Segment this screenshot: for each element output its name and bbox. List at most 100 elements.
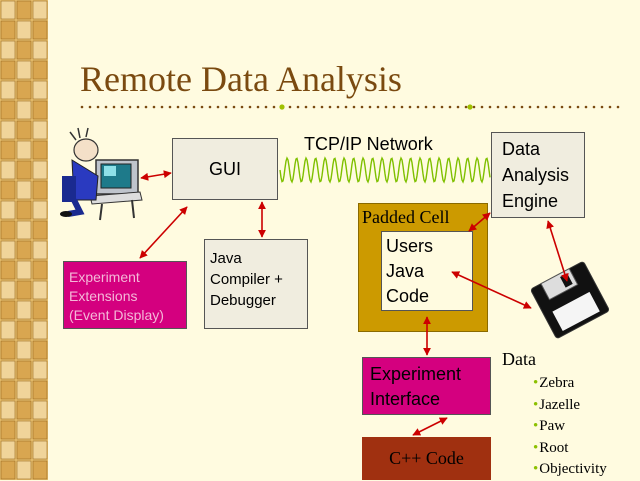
separator-dot bbox=[368, 105, 372, 109]
pattern-tile bbox=[0, 320, 16, 340]
data-item-jazelle: Jazelle bbox=[539, 396, 581, 413]
data-analysis-engine-box: Data Analysis Engine bbox=[491, 132, 585, 218]
list-item: Objectivity bbox=[533, 459, 607, 481]
pattern-tile bbox=[16, 160, 32, 180]
pattern-tile bbox=[16, 320, 32, 340]
separator-dot bbox=[328, 105, 332, 109]
separator-dot bbox=[312, 105, 316, 109]
pattern-tile bbox=[32, 320, 48, 340]
separator-dot bbox=[192, 105, 196, 109]
separator-dot bbox=[504, 105, 508, 109]
separator-dot bbox=[96, 105, 100, 109]
list-item: Zebra bbox=[533, 373, 607, 395]
separator-dot bbox=[608, 105, 612, 109]
pattern-tile bbox=[32, 140, 48, 160]
data-item-paw: Paw bbox=[539, 418, 566, 434]
separator-dot bbox=[344, 105, 348, 109]
separator-dot bbox=[432, 105, 436, 109]
experiment-extensions-box: Experiment Extensions (Event Display) bbox=[63, 261, 187, 329]
pattern-tile bbox=[0, 140, 16, 160]
separator-dot bbox=[176, 105, 180, 109]
separator-dot bbox=[280, 105, 284, 109]
separator-dot bbox=[264, 105, 268, 109]
pattern-tile bbox=[16, 0, 32, 20]
pattern-tile bbox=[32, 400, 48, 420]
users-code-line-2: Java bbox=[386, 261, 425, 281]
arrow-user-gui bbox=[140, 170, 172, 181]
java-compiler-line-1: Java bbox=[210, 250, 242, 267]
data-item-root: Root bbox=[539, 439, 569, 456]
pattern-tile bbox=[32, 0, 48, 20]
pattern-tile bbox=[32, 240, 48, 260]
engine-line-1: Data bbox=[502, 139, 541, 159]
separator-dot bbox=[208, 105, 212, 109]
pattern-tile bbox=[32, 440, 48, 460]
pattern-tile bbox=[0, 180, 16, 200]
pattern-tile bbox=[0, 0, 16, 20]
pattern-tile bbox=[32, 200, 48, 220]
separator-dot bbox=[128, 105, 132, 109]
separator-dot bbox=[568, 105, 572, 109]
pattern-tile bbox=[16, 400, 32, 420]
pattern-tile bbox=[32, 260, 48, 280]
users-code-line-3: Code bbox=[386, 286, 430, 306]
separator-dot bbox=[240, 105, 244, 109]
separator-dot bbox=[480, 105, 484, 109]
floppy-disk-icon bbox=[530, 261, 610, 339]
pattern-tile bbox=[32, 120, 48, 140]
pattern-tile bbox=[32, 100, 48, 120]
pattern-tile bbox=[16, 40, 32, 60]
separator-dot bbox=[440, 105, 444, 109]
pattern-tile bbox=[16, 380, 32, 400]
separator-dot bbox=[448, 105, 452, 109]
separator-dot bbox=[536, 105, 540, 109]
separator-dot bbox=[136, 105, 140, 109]
separator-dot bbox=[456, 105, 460, 109]
pattern-tile bbox=[32, 160, 48, 180]
separator-dot bbox=[424, 105, 428, 109]
pattern-tile bbox=[16, 340, 32, 360]
gui-label: GUI bbox=[208, 158, 241, 179]
pattern-tile bbox=[16, 80, 32, 100]
users-code-line-1: Users bbox=[386, 236, 434, 256]
users-java-code-box: Users Java Code bbox=[381, 231, 473, 311]
pattern-tile bbox=[32, 80, 48, 100]
pattern-tile bbox=[16, 120, 32, 140]
separator-dot bbox=[472, 105, 476, 109]
separator-dot bbox=[544, 105, 548, 109]
pattern-tile bbox=[16, 420, 32, 440]
data-item-objectivity: Objectivity bbox=[539, 461, 607, 477]
pattern-tile bbox=[32, 280, 48, 300]
extensions-line-2: Extensions bbox=[69, 288, 138, 304]
pattern-tile bbox=[16, 460, 32, 480]
pattern-svg bbox=[0, 0, 48, 480]
pattern-tile bbox=[0, 60, 16, 80]
pattern-tile bbox=[0, 260, 16, 280]
extensions-line-1: Experiment bbox=[69, 269, 140, 285]
pattern-tile bbox=[0, 240, 16, 260]
separator-dot bbox=[272, 105, 276, 109]
separator-dot bbox=[592, 105, 596, 109]
separator-dot bbox=[400, 105, 404, 109]
separator-dot bbox=[360, 105, 364, 109]
separator-dot bbox=[352, 105, 356, 109]
separator-dot bbox=[488, 105, 492, 109]
separator-dot bbox=[216, 105, 220, 109]
pattern-tile bbox=[32, 360, 48, 380]
java-compiler-line-3: Debugger bbox=[210, 292, 276, 309]
separator-dot bbox=[168, 105, 172, 109]
separator-dot bbox=[288, 105, 292, 109]
separator-dot bbox=[576, 105, 580, 109]
separator-dot bbox=[112, 105, 116, 109]
gui-box: GUI bbox=[172, 138, 278, 200]
separator-dot bbox=[512, 105, 516, 109]
pattern-tile bbox=[32, 380, 48, 400]
pattern-tile bbox=[32, 420, 48, 440]
pattern-tile bbox=[16, 260, 32, 280]
java-compiler-line-2: Compiler + bbox=[210, 271, 283, 288]
list-item: Root bbox=[533, 438, 607, 460]
separator-dot bbox=[584, 105, 588, 109]
separator-accent-dot bbox=[467, 104, 473, 110]
pattern-tile bbox=[16, 240, 32, 260]
separator-dot bbox=[152, 105, 156, 109]
